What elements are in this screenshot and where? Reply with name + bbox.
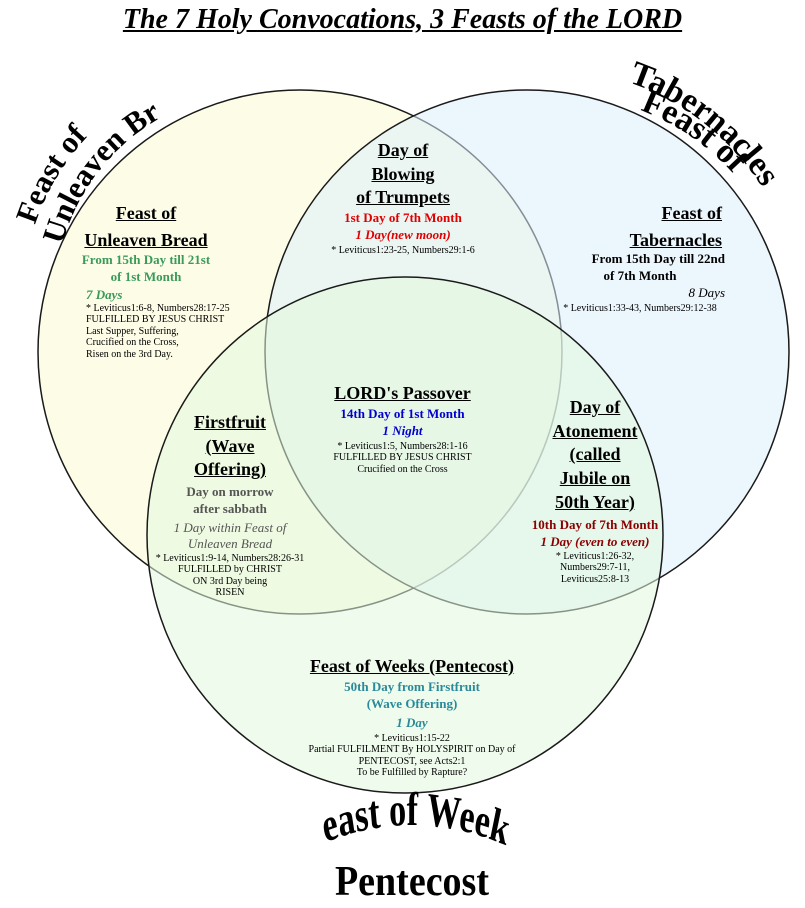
atonement-heading-4: Jubile on (559, 468, 631, 489)
passover-heading: LORD's Passover (334, 383, 471, 403)
unleavened-note-3: Risen on the 3rd Day. (86, 348, 173, 360)
firstfruit-ref: * Leviticus1:9-14, Numbers28:26-31 (155, 552, 305, 564)
firstfruit-heading-3: Offering) (194, 459, 266, 480)
firstfruit-date-1: Day on morrow (186, 484, 274, 500)
weeks-fulfilled-2: PENTECOST, see Acts2:1 (358, 755, 466, 767)
atonement-date: 10th Day of 7th Month (531, 517, 659, 532)
atonement-ref-3: Leviticus25:8-13 (560, 573, 630, 585)
unleavened-heading-2: Unleaven Bread (84, 229, 208, 250)
trumpets-duration: 1 Day(new moon) (355, 227, 451, 242)
firstfruit-note-1: ON 3rd Day being (192, 575, 268, 587)
trumpets-ref: * Leviticus1:23-25, Numbers29:1-6 (331, 244, 475, 256)
atonement-heading-5: 50th Year) (555, 491, 635, 512)
weeks-region: Feast of Weeks (Pentecost) 50th Day from… (262, 656, 562, 779)
page-title: The 7 Holy Convocations, 3 Feasts of the… (122, 4, 683, 35)
unleavened-heading-1: Feast of (115, 203, 177, 223)
atonement-ref-2: Numbers29:7-11, (560, 562, 630, 574)
weeks-duration: 1 Day (396, 714, 428, 730)
atonement-heading-2: Atonement (552, 420, 638, 441)
trumpets-region: Day of Blowing of Trumpets 1st Day of 7t… (303, 140, 503, 256)
weeks-date-1: 50th Day from Firstfruit (344, 678, 480, 694)
tabernacles-ref: * Leviticus1:33-43, Numbers29:12-38 (563, 302, 717, 314)
circle-weeks (146, 276, 664, 794)
firstfruit-duration-2: Unleaven Bread (187, 535, 273, 551)
tabernacles-heading-block: Feast of Tabernacles (572, 203, 722, 250)
tabernacles-date-2: of 7th Month (603, 267, 677, 283)
tabernacles-heading-2: Tabernacles (629, 229, 722, 250)
circle-label-weeks-2: Pentecost (335, 857, 490, 904)
weeks-ref: * Leviticus1:15-22 (374, 732, 450, 744)
weeks-date-2: (Wave Offering) (366, 695, 458, 711)
unleavened-note-2: Crucified on the Cross, (86, 337, 179, 349)
tabernacles-heading-1: Feast of (661, 203, 722, 223)
trumpets-heading-3: of Trumpets (356, 187, 450, 208)
firstfruit-heading-1: Firstfruit (194, 412, 266, 432)
passover-duration: 1 Night (382, 422, 423, 438)
trumpets-heading-1: Day of (377, 140, 429, 160)
unleavened-date-1: From 15th Day till 21st (81, 252, 211, 268)
firstfruit-date-2: after sabbath (193, 501, 267, 516)
firstfruit-note-2: RISEN (215, 587, 245, 599)
firstfruit-duration-1: 1 Day within Feast of (173, 520, 287, 535)
passover-region: LORD's Passover 14th Day of 1st Month 1 … (300, 383, 505, 475)
tabernacles-details: From 15th Day till 22nd of 7th Month 8 D… (555, 251, 725, 314)
firstfruit-fulfilled: FULFILLED by CHRIST (178, 564, 282, 576)
passover-date: 14th Day of 1st Month (340, 405, 465, 421)
firstfruit-details: 1 Day within Feast of Unleaven Bread * L… (130, 520, 330, 599)
unleavened-note-1: Last Supper, Suffering, (86, 325, 179, 337)
weeks-fulfilled-1: Partial FULFILMENT By HOLYSPIRIT on Day … (308, 744, 516, 755)
atonement-ref-1: * Leviticus1:26-32, (555, 550, 635, 562)
unleavened-date-2: of 1st Month (110, 269, 182, 285)
firstfruit-region: Firstfruit (Wave Offering) Day on morrow… (160, 412, 300, 517)
unleavened-duration: 7 Days (86, 287, 123, 302)
unleavened-details: 7 Days * Leviticus1:6-8, Numbers28:17-25… (86, 287, 230, 360)
firstfruit-heading-2: (Wave (205, 435, 255, 456)
passover-ref: * Leviticus1:5, Numbers28:1-16 (337, 440, 468, 452)
weeks-fulfilled-3: To be Fulfilled by Rapture? (356, 767, 468, 778)
atonement-region: Day of Atonement (called Jubile on 50th … (520, 397, 670, 512)
weeks-heading: Feast of Weeks (Pentecost) (309, 656, 515, 676)
unleavened-region: Feast of Unleaven Bread From 15th Day ti… (56, 203, 236, 285)
passover-note: Crucified on the Cross (357, 463, 448, 475)
atonement-details: 10th Day of 7th Month 1 Day (even to eve… (505, 517, 685, 585)
atonement-duration: 1 Day (even to even) (540, 533, 650, 549)
tabernacles-duration: 8 Days (688, 284, 725, 300)
atonement-heading-1: Day of (569, 397, 621, 417)
atonement-heading-3: (called (569, 444, 621, 465)
passover-fulfilled: FULFILLED BY JESUS CHRIST (333, 452, 472, 464)
tabernacles-date-1: From 15th Day till 22nd (591, 251, 725, 266)
trumpets-heading-2: Blowing (371, 163, 435, 184)
unleavened-fulfilled: FULFILLED BY JESUS CHRIST (86, 314, 225, 326)
trumpets-date: 1st Day of 7th Month (344, 210, 462, 226)
unleavened-ref: * Leviticus1:6-8, Numbers28:17-25 (86, 302, 230, 314)
